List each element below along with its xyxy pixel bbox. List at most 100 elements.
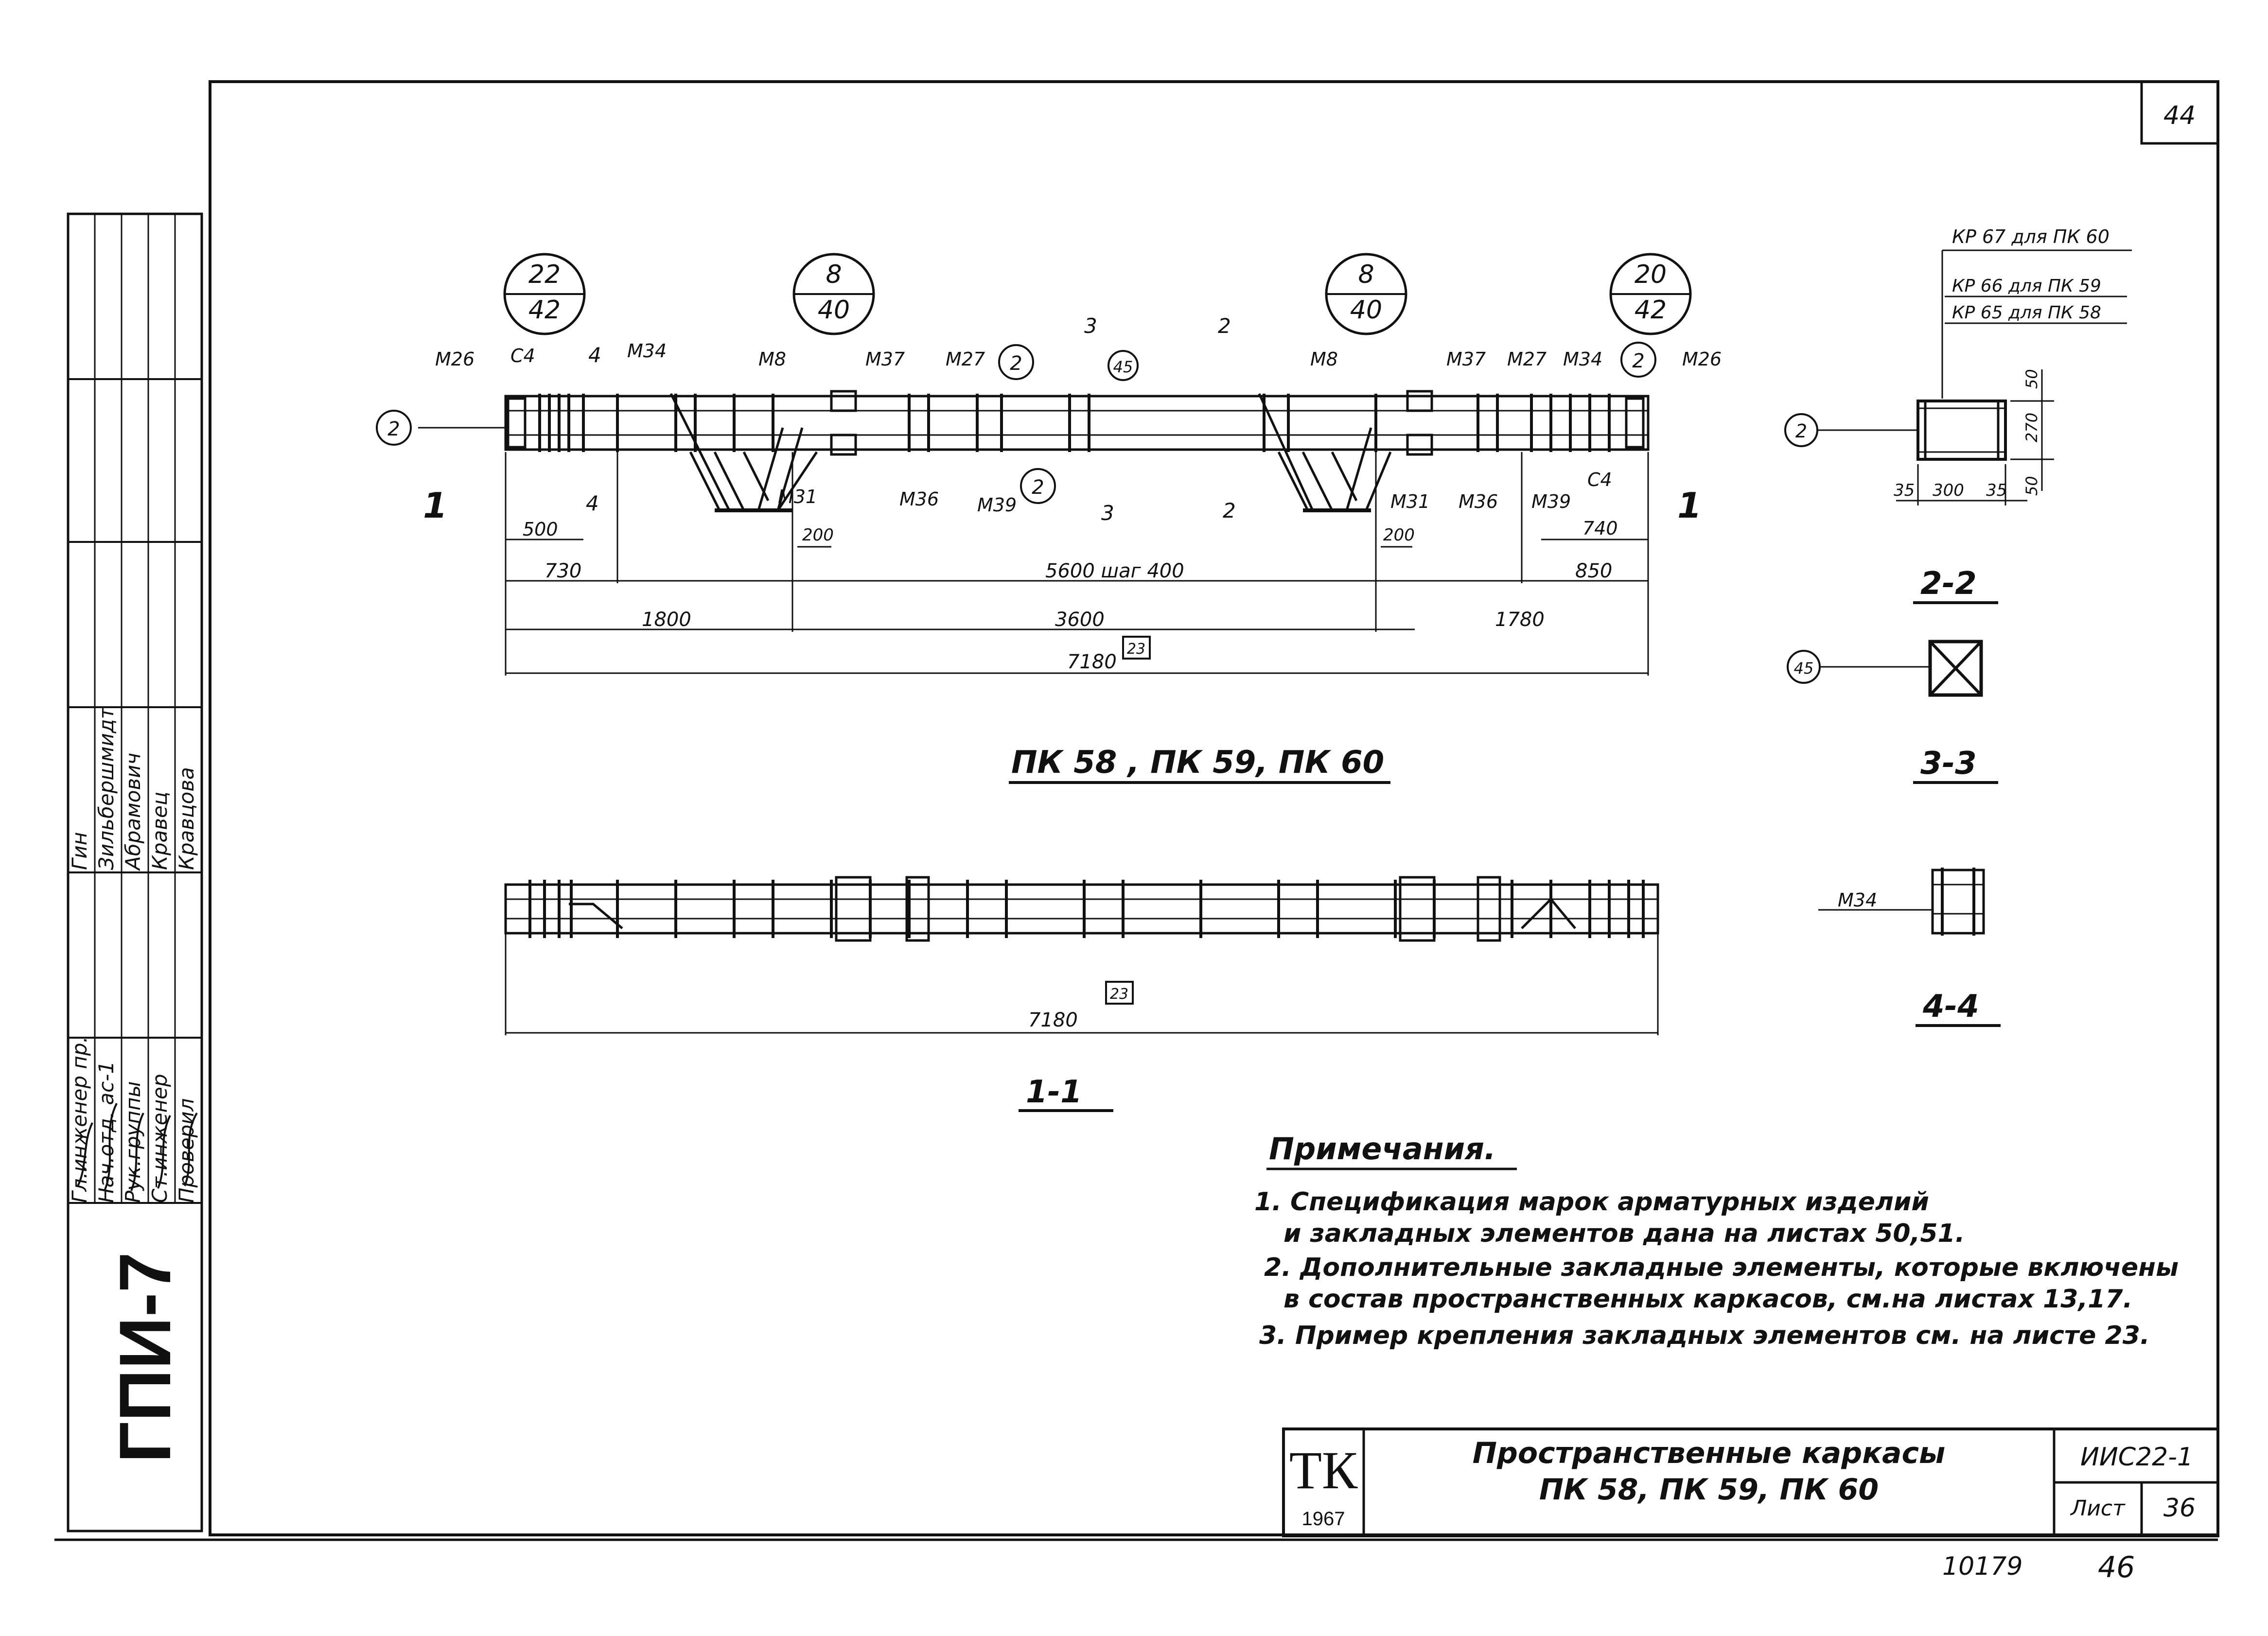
dim-22-35a: 35 <box>1894 481 1915 500</box>
side-name-3: Абрамович <box>121 753 145 871</box>
mark-m31-right: М31 <box>1390 491 1430 512</box>
kr-label-65: КР 65 для ПК 58 <box>1952 303 2101 323</box>
main-title: ПК 58 , ПК 59, ПК 60 <box>1011 745 1384 781</box>
mark-m8-left: М8 <box>758 348 786 370</box>
footer-page: 46 <box>2098 1550 2135 1584</box>
dim-1800: 1800 <box>642 609 691 631</box>
dim-5600: 5600 шаг 400 <box>1045 560 1184 582</box>
notes-block: Примечания. 1. Спецификация марок армату… <box>1254 1131 2179 1350</box>
dim-7180-bottom: 7180 <box>1028 1009 1078 1031</box>
section-4-4-title: 4-4 <box>1922 989 1979 1025</box>
kr-label-67: КР 67 для ПК 60 <box>1952 226 2110 247</box>
mark-labels: 2 М26 С4 4 М34 М8 М37 М27 2 3 45 2 М8 М3… <box>376 314 1722 526</box>
note-2-line-1: 2. Дополнительные закладные элементы, ко… <box>1264 1253 2179 1282</box>
dim-1780: 1780 <box>1495 609 1545 631</box>
dimension-lines <box>505 452 1649 676</box>
circle-2-section: 2 <box>1795 420 1807 442</box>
section-1-1-title: 1-1 <box>1026 1074 1082 1110</box>
section-2-2-drawing: 2 50 270 50 35 300 35 <box>1784 369 2054 505</box>
mark-m26-right: М26 <box>1682 348 1722 370</box>
mark-m34-section: М34 <box>1838 889 1877 911</box>
mark-m27-right: М27 <box>1507 348 1547 370</box>
mark-m36-right: М36 <box>1459 491 1498 512</box>
mark-m37-right: М37 <box>1446 348 1486 370</box>
circle-2-bottom-left: 2 <box>1032 476 1044 499</box>
dim-730: 730 <box>545 560 581 582</box>
note-1-line-2: и закладных элементов дана на листах 50,… <box>1283 1219 1965 1248</box>
kr-label-66: КР 66 для ПК 59 <box>1952 276 2101 296</box>
sheet-frame <box>209 80 2219 1536</box>
balloon-3-bottom: 40 <box>1350 296 1382 325</box>
section-4-top: 4 <box>588 343 601 367</box>
dim-22-50b: 50 <box>2022 476 2041 496</box>
note-2-line-2: в состав пространственных каркасов, см.н… <box>1283 1285 2132 1314</box>
section-1-left: 1 <box>423 485 447 526</box>
mark-m26-left: М26 <box>435 348 475 370</box>
dim-200-left: 200 <box>802 525 834 545</box>
balloon-2-top: 8 <box>826 260 842 289</box>
dim-200-right: 200 <box>1383 525 1415 545</box>
mark-m27-left: М27 <box>946 348 985 370</box>
section-4-bottom: 4 <box>586 491 599 515</box>
section-3-3-drawing: 45 <box>1787 640 1983 697</box>
mark-m37-left: М37 <box>865 348 905 370</box>
balloon-3-top: 8 <box>1358 260 1374 289</box>
dimension-texts: 500 200 200 740 730 5600 шаг 400 850 180… <box>523 518 1618 673</box>
side-name-1: Гин <box>68 832 91 870</box>
sheet-number: 44 <box>2163 101 2196 130</box>
circle-45-section: 45 <box>1794 659 1814 678</box>
dim-22-35b: 35 <box>1986 481 2007 500</box>
circle-2-left: 2 <box>387 418 400 440</box>
stamp-side-text: ГПИ-7 <box>104 1252 186 1463</box>
title-block-year: 1967 <box>1302 1508 1345 1530</box>
balloon-4-bottom: 42 <box>1635 296 1667 325</box>
side-role-2: Нач.отд. ас-1 <box>94 1061 118 1203</box>
dim-500: 500 <box>523 519 558 540</box>
mark-m34-right: М34 <box>1563 348 1602 370</box>
title-block-sheet-value: 36 <box>2163 1494 2196 1523</box>
section-3-3-title: 3-3 <box>1920 746 1977 782</box>
side-role-1: Гл.инженер пр. <box>68 1036 91 1203</box>
dim-22-300: 300 <box>1933 481 1964 500</box>
section-3-top: 3 <box>1084 314 1097 338</box>
mark-m34-left: М34 <box>627 340 667 362</box>
footer-number: 10179 <box>1942 1552 2022 1581</box>
main-elevation <box>418 390 1650 512</box>
balloon-4-top: 20 <box>1635 260 1667 289</box>
reference-balloons: 22 42 8 40 8 40 20 42 <box>503 253 1692 335</box>
section-4-4-drawing: М34 <box>1818 868 1985 936</box>
section-2-2-title: 2-2 <box>1920 566 1977 602</box>
dim-850: 850 <box>1575 560 1612 582</box>
section-2-top: 2 <box>1218 314 1231 338</box>
side-name-2: Зильбершмидт <box>94 706 118 870</box>
logo-text: ТК <box>1289 1441 1358 1500</box>
dim-740: 740 <box>1582 518 1618 539</box>
dim-22-270: 270 <box>2022 413 2041 442</box>
title-block-name-line-2: ПК 58, ПК 59, ПК 60 <box>1539 1473 1879 1507</box>
mark-c4-left: С4 <box>510 345 535 366</box>
section-2-bottom: 2 <box>1223 499 1236 522</box>
dim-22-50a: 50 <box>2022 369 2041 389</box>
title-block-series: ИИС22-1 <box>2080 1443 2193 1472</box>
circle-45-elev: 45 <box>1113 358 1133 376</box>
signatures <box>77 1103 198 1191</box>
side-name-4: Кравец <box>148 792 172 870</box>
side-role-5: Проверил <box>175 1098 198 1203</box>
dim-23-bottom: 23 <box>1110 986 1128 1003</box>
note-3: 3. Пример крепления закладных элементов … <box>1259 1321 2150 1350</box>
mark-m36-left: М36 <box>899 488 939 510</box>
side-stamp-block <box>67 212 203 1532</box>
notes-title: Примечания. <box>1269 1131 1495 1166</box>
balloon-2-bottom: 40 <box>818 296 850 325</box>
mark-m31-left: М31 <box>778 486 817 507</box>
section-3-bottom: 3 <box>1101 501 1114 525</box>
mark-c4-right: С4 <box>1587 469 1612 490</box>
mark-m39-right: М39 <box>1531 491 1571 512</box>
note-1-line-1: 1. Спецификация марок арматурных изделий <box>1254 1187 1929 1217</box>
kr-labels: КР 67 для ПК 60 КР 66 для ПК 59 КР 65 дл… <box>1941 226 2132 399</box>
dim-23-top: 23 <box>1127 641 1145 658</box>
mark-m8-right: М8 <box>1310 348 1338 370</box>
title-block: ТК 1967 Пространственные каркасы ПК 58, … <box>1282 1427 2219 1537</box>
title-block-sheet-label: Лист <box>2070 1496 2126 1521</box>
